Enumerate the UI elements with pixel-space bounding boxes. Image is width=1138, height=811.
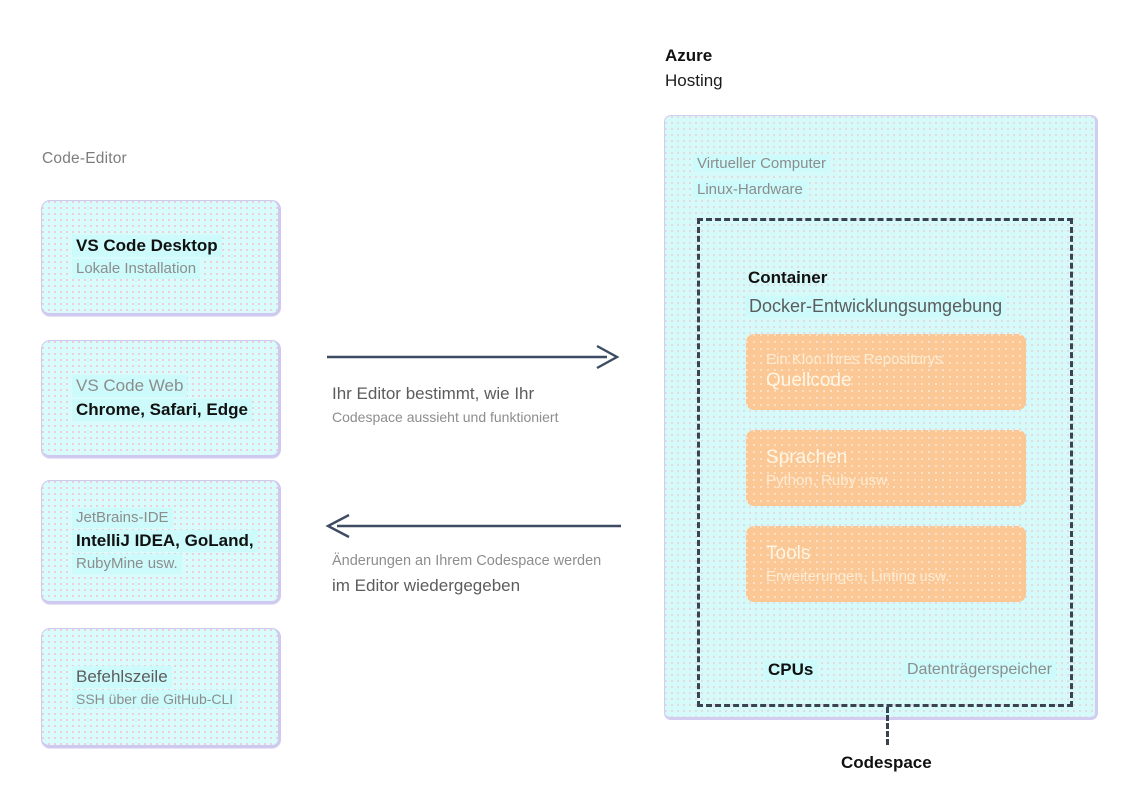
vm-label-virtueller-computer: Virtueller Computer [693,155,830,172]
container-card-line-1: Tools [766,542,811,564]
hardware-cpus: CPUs [764,660,818,680]
container-card-line-2: Erweiterungen, Linting usw. [766,567,950,585]
arrow-left-to-editor [325,513,625,544]
codespace-label: Codespace [841,753,932,772]
editor-card-line-2: IntelliJ IDEA, GoLand, [72,529,258,553]
arrow-right-caption-line2: Codespace aussieht und funktioniert [332,408,559,425]
arrow-left-icon [325,513,621,539]
editor-card-line-1: VS Code Web [72,374,188,397]
editor-card-line-2: SSH über die GitHub-CLI [72,689,238,709]
arrow-left-caption: Änderungen an Ihrem Codespace werden im … [332,551,601,598]
azure-header: Azure Hosting [665,44,723,93]
editor-card-line-1: Befehlszeile [72,665,172,688]
arrow-left-caption-line1: Änderungen an Ihrem Codespace werden [332,553,602,569]
editor-card-line-2: Lokale Installation [72,259,201,280]
arrow-right-caption: Ihr Editor bestimmt, wie Ihr Codespace a… [332,382,558,427]
container-card-line-2: Python, Ruby usw. [766,471,891,489]
container-card-line-1: Sprachen [766,446,848,468]
container-card-line-1: Ein Klon Ihres Repositorys [766,350,943,368]
container-title: Container [748,268,828,287]
arrow-right-caption-line1: Ihr Editor bestimmt, wie Ihr [332,384,535,403]
hardware-cpus-label: CPUs [764,660,818,680]
hardware-storage-label: Datenträgerspeicher [903,661,1056,679]
arrow-right-icon [327,344,620,370]
container-dashed-boundary [697,218,1073,707]
code-editor-section-label: Code-Editor [42,150,127,167]
vm-label-linux-hardware: Linux-Hardware [693,181,807,198]
container-card-line-2: Quellcode [766,370,852,392]
editor-card-line-2: Chrome, Safari, Edge [72,399,252,422]
azure-hosting-panel [664,115,1098,720]
editor-card-line-1: JetBrains-IDE [72,507,173,528]
container-subtitle: Docker-Entwicklungsumgebung [745,296,1007,317]
hardware-storage: Datenträgerspeicher [903,661,1056,679]
arrow-right-to-azure [325,344,625,375]
codespace-connector-line [886,707,889,745]
editor-card-line-3: RubyMine usw. [72,554,182,575]
arrow-left-caption-line2: im Editor wiedergegeben [332,575,521,595]
editor-card-line-1: VS Code Desktop [72,234,222,258]
azure-title: Azure [665,46,713,65]
azure-subtitle: Hosting [665,70,723,90]
